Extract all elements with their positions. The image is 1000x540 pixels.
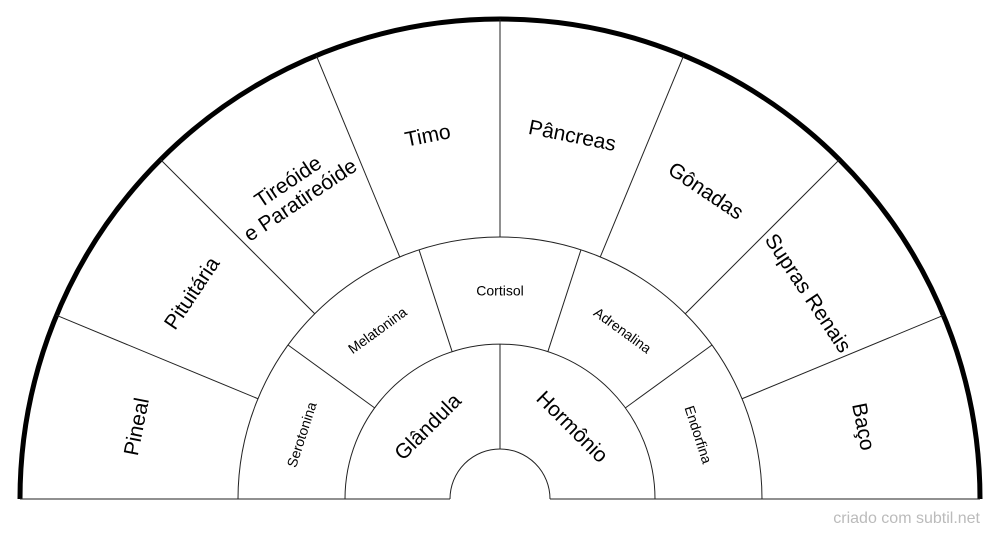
inner-ring-label: Glândula [390, 389, 466, 465]
outer-ring-label: Gônadas [664, 158, 748, 225]
credit-text: criado com subtil.net [833, 510, 980, 527]
ring-lines [17, 16, 983, 500]
outer-ring-label: Pineal [120, 396, 154, 458]
outer-ring-label: Tireóidee Paratireóide [228, 136, 362, 246]
middle-divider [547, 249, 582, 352]
middle-ring-label: Endorfina [682, 404, 716, 466]
outer-divider [599, 55, 685, 258]
ring-arc-0 [449, 448, 551, 500]
outer-ring-label: Supras Renais [760, 230, 856, 357]
middle-divider [418, 249, 453, 352]
middle-ring-label: Serotonina [284, 400, 320, 470]
middle-divider [625, 344, 713, 409]
outer-divider [741, 314, 944, 400]
outer-divider [315, 55, 401, 258]
inner-ring-label: Hormônio [532, 387, 613, 468]
middle-ring-label: Cortisol [476, 282, 523, 298]
middle-ring-label: Adrenalina [591, 304, 655, 356]
outer-ring-label: Timo [403, 120, 453, 152]
outer-divider [160, 159, 316, 315]
middle-divider [287, 344, 375, 409]
outer-ring-label: Baço [847, 401, 879, 452]
middle-ring-label: Melatonina [345, 303, 410, 356]
outer-divider [56, 314, 259, 400]
outer-divider [684, 159, 840, 315]
outer-ring-label: Pâncreas [526, 116, 618, 156]
ring-labels: Glândula Hormônio Serotonina Melatonina Cort… [120, 116, 879, 469]
outer-ring-label: Pituitária [160, 253, 225, 334]
